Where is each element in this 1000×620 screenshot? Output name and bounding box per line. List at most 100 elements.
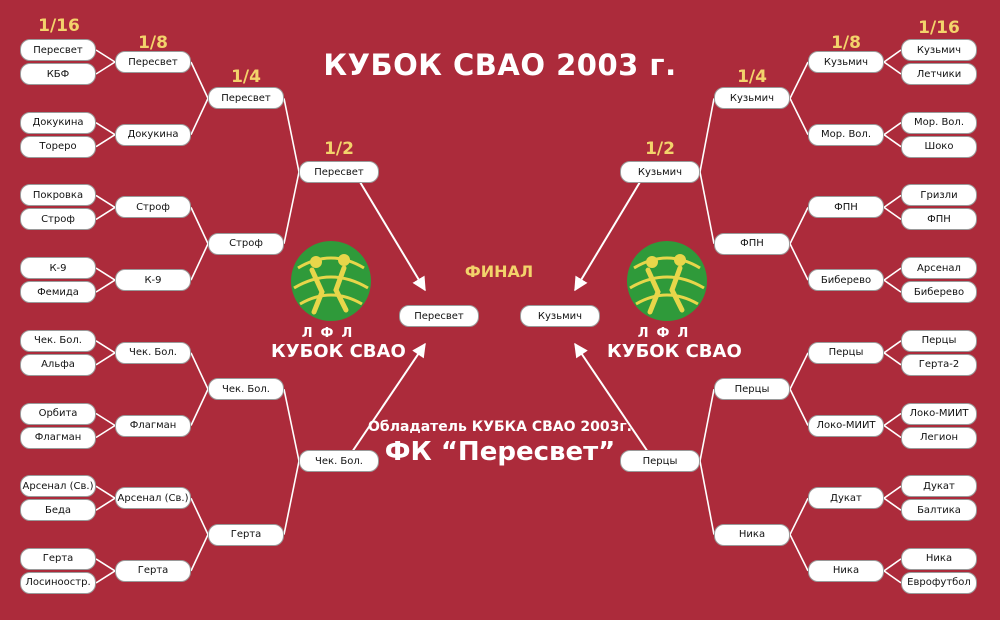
- bracket-connector: [883, 122, 902, 136]
- right-r16-team-box: Легион: [901, 426, 977, 449]
- bracket-connector: [883, 570, 902, 584]
- logo-left: ЛФЛ КУБОК СВАО: [271, 238, 406, 362]
- bracket-connector: [283, 171, 300, 244]
- round-label-1-16-left: 1/16: [38, 16, 80, 36]
- round-label-1-2-right: 1/2: [645, 139, 675, 159]
- right-r8-team-box: Дукат: [808, 487, 884, 510]
- left-r4-team-box: Чек. Бол.: [208, 378, 284, 401]
- right-r16-team-box: Шоко: [901, 135, 977, 158]
- left-r16-team-box: Беда: [20, 499, 96, 522]
- left-r4-team-box: Герта: [208, 523, 284, 546]
- left-r16-team-box: Тореро: [20, 135, 96, 158]
- left-r16-team-box: Герта: [20, 547, 96, 570]
- left-r16-team-box: Альфа: [20, 353, 96, 376]
- bracket-connector: [883, 267, 902, 281]
- right-r16-team-box: ФПН: [901, 208, 977, 231]
- logo-text: КУБОК СВАО: [607, 341, 742, 362]
- left-r16-team-box: Строф: [20, 208, 96, 231]
- right-r16-team-box: Ника: [901, 547, 977, 570]
- left-r16-team-box: Арсенал (Св.): [20, 475, 96, 498]
- right-r4-team-box: Перцы: [714, 378, 790, 401]
- bracket-connector: [789, 243, 809, 281]
- bracket-connector: [95, 485, 116, 499]
- bracket-connector: [95, 424, 116, 439]
- bracket-connector: [190, 61, 209, 99]
- right-r4-team-box: Ника: [714, 523, 790, 546]
- left-r16-team-box: КБФ: [20, 63, 96, 85]
- left-r2-team-box: Чек. Бол.: [299, 450, 379, 472]
- winner-caption: Обладатель КУБКА СВАО 2003г.: [368, 419, 632, 435]
- right-r8-team-box: ФПН: [808, 196, 884, 219]
- bracket-connector: [95, 352, 116, 366]
- right-finalist-box: Кузьмич: [520, 305, 600, 327]
- left-r8-team-box: К-9: [115, 269, 191, 292]
- bracket-connector: [699, 388, 715, 462]
- bracket-connector: [883, 558, 902, 572]
- bracket-connector: [883, 497, 902, 511]
- left-r16-team-box: К-9: [20, 257, 96, 280]
- left-r8-team-box: Флагман: [115, 414, 191, 437]
- bracket-connector: [699, 98, 715, 173]
- right-r8-team-box: Мор. Вол.: [808, 123, 884, 146]
- right-r16-team-box: Мор. Вол.: [901, 111, 977, 134]
- bracket-connector: [883, 194, 902, 209]
- bracket-connector: [283, 460, 300, 535]
- left-r16-team-box: Покровка: [20, 184, 96, 207]
- bracket-connector: [789, 207, 809, 245]
- round-label-1-8-right: 1/8: [831, 33, 861, 53]
- left-r8-team-box: Чек. Бол.: [115, 341, 191, 364]
- logo-right: ЛФЛ КУБОК СВАО: [607, 238, 742, 362]
- right-r4-team-box: ФПН: [714, 232, 790, 255]
- left-r8-team-box: Строф: [115, 196, 191, 219]
- bracket-connector: [95, 570, 116, 584]
- bracket-connector: [95, 558, 116, 572]
- right-r16-team-box: Еврофутбол: [901, 571, 977, 594]
- right-r16-team-box: Гризли: [901, 184, 977, 207]
- logo-letters: ЛФЛ: [301, 326, 361, 341]
- logo-text: КУБОК СВАО: [271, 341, 406, 362]
- round-label-1-16-right: 1/16: [918, 18, 960, 38]
- left-r16-team-box: Пересвет: [20, 39, 96, 61]
- bracket-connector: [95, 267, 116, 281]
- round-label-1-8-left: 1/8: [138, 33, 168, 53]
- right-r16-team-box: Арсенал: [901, 257, 977, 280]
- bracket-connector: [699, 460, 715, 535]
- bracket-connector: [95, 412, 116, 427]
- bracket-connector: [190, 207, 209, 245]
- left-finalist-box: Пересвет: [399, 305, 479, 327]
- bracket-connector: [789, 497, 809, 535]
- round-label-1-4-right: 1/4: [737, 67, 767, 87]
- left-r8-team-box: Докукина: [115, 123, 191, 146]
- bracket-connector: [190, 352, 209, 390]
- ball-logo-icon: [627, 241, 707, 321]
- bracket-connector: [190, 243, 209, 281]
- bracket-connector: [283, 98, 300, 173]
- bracket-connector: [789, 352, 809, 390]
- bracket-connector: [883, 485, 902, 499]
- right-r16-team-box: Балтика: [901, 499, 977, 522]
- left-r16-team-box: Орбита: [20, 402, 96, 425]
- right-r2-team-box: Перцы: [620, 450, 700, 472]
- bracket-connector: [883, 352, 902, 366]
- right-r16-team-box: Герта-2: [901, 353, 977, 376]
- right-r8-team-box: Локо-МИИТ: [808, 414, 884, 437]
- arrow-to-final-icon: [574, 181, 641, 292]
- bracket-connector: [789, 97, 809, 136]
- left-r8-team-box: Герта: [115, 559, 191, 582]
- round-label-1-2-left: 1/2: [324, 139, 354, 159]
- left-r16-team-box: Флагман: [20, 426, 96, 449]
- bracket-connector: [95, 206, 116, 221]
- bracket-connector: [883, 49, 902, 63]
- left-r16-team-box: Фемида: [20, 281, 96, 304]
- right-r16-team-box: Перцы: [901, 329, 977, 352]
- winner-name: ФК “Пересвет”: [384, 437, 616, 467]
- right-r8-team-box: Ника: [808, 559, 884, 582]
- left-r16-team-box: Чек. Бол.: [20, 329, 96, 352]
- bracket-connector: [699, 171, 715, 244]
- bracket-connector: [789, 61, 809, 99]
- bracket-connector: [883, 412, 902, 427]
- arrow-to-final-icon: [359, 181, 426, 292]
- arrow-to-final-icon: [351, 342, 426, 453]
- bracket-connector: [95, 497, 116, 511]
